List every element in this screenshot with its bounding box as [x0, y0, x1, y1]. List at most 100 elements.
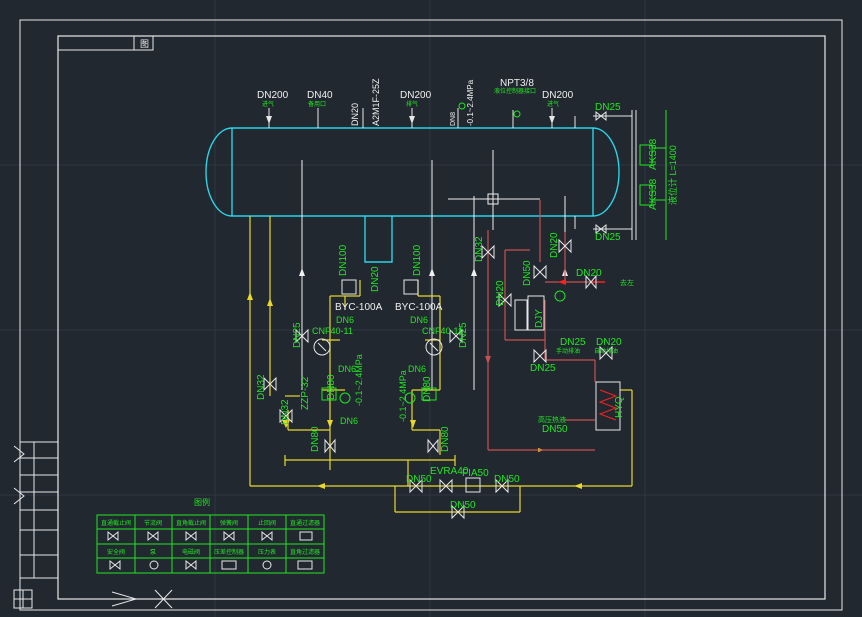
port-4-note: 排气 [406, 100, 418, 108]
label-hot-gas: 高压热液 [538, 415, 566, 424]
label-to-left: 去左 [620, 278, 634, 287]
pressure-gauges [339, 290, 566, 404]
legend-cell: 泵 [150, 549, 156, 556]
label-dn20-h: DN20 [576, 268, 602, 279]
legend-cell: 弹簧阀 [220, 519, 238, 527]
label-dn20-v: DN20 [549, 232, 560, 258]
label-dn25-a: DN25 [560, 337, 586, 348]
legend-cell: 节流阀 [144, 519, 162, 527]
label-fia: FIA50 [462, 468, 489, 479]
label-byc-left: BYC-100A [335, 302, 383, 313]
label-dn100-left: DN100 [338, 244, 349, 276]
label-byc-right: BYC-100A [395, 302, 443, 313]
inner-frame [57, 35, 826, 600]
legend-row-1: 直通截止阀 节流阀 直角截止阀 弹簧阀 止回阀 直通过滤器 [101, 519, 320, 527]
port-6-note: 液位控制器接口 [494, 87, 536, 95]
red-arrow [485, 279, 605, 364]
legend-symbols [107, 530, 313, 571]
legend-cell: 直角截止阀 [176, 519, 206, 527]
level-gauge-label: 液位计 L=1400 [667, 145, 678, 205]
legend-cell: 压力表 [258, 548, 276, 556]
side-title-block [13, 441, 59, 609]
title-tag-box [57, 35, 154, 51]
label-cnf-right: CNF40-11 [422, 326, 463, 336]
label-dn80-c: DN80 [310, 426, 321, 452]
legend-cell: 安全阀 [107, 548, 125, 556]
legend-row-2: 安全阀 泵 电磁阀 压差控制器 压力表 直角过滤器 [107, 548, 320, 556]
dn25-top-label: DN25 [595, 102, 621, 113]
label-dn80-d: DN80 [440, 426, 451, 452]
label-hyq: HYQ [614, 396, 625, 418]
port-2-size: DN40 [307, 90, 333, 101]
legend-cell: 直角过滤器 [290, 548, 320, 556]
label-dn80-a: DN80 [326, 374, 337, 400]
legend-title: 图例 [194, 497, 210, 507]
legend-cell: 直通截止阀 [101, 519, 131, 527]
label-dn32-mid: DN32 [474, 236, 485, 262]
label-dn6-a: DN6 [336, 315, 354, 325]
label-djy: DJY [534, 309, 545, 328]
port-4-size: DN200 [400, 90, 432, 101]
legend-table [96, 514, 325, 574]
heat-exchanger [595, 381, 621, 431]
label-dn25-right: DN25 [458, 322, 469, 348]
label-dn20-mid: DN20 [370, 266, 381, 292]
legend-cell: 直通过滤器 [290, 519, 320, 527]
label-dn50-left: DN50 [406, 474, 432, 485]
aks-a-label: AKS38 [648, 138, 659, 170]
label-dn32-left: DN32 [256, 374, 267, 400]
legend-cell: 电磁阀 [182, 548, 200, 556]
label-dn20-c: DN20 [596, 337, 622, 348]
port-1-note: 进气 [262, 100, 274, 108]
label-dn20-v2: DN20 [495, 280, 506, 306]
label-dn25-note: 手动排油 [556, 347, 580, 355]
port-1-size: DN200 [257, 90, 289, 101]
label-pressure-right: -0.1~2.4MPa [398, 370, 408, 422]
port-7-size: DN200 [542, 90, 574, 101]
aks-b-label: AKS38 [648, 178, 659, 210]
label-cnf-left: CNF40-11 [312, 326, 353, 336]
valves [263, 238, 613, 454]
filters [321, 279, 545, 401]
label-dn6-c: DN6 [338, 364, 356, 374]
label-dn50-hg: DN50 [542, 424, 568, 435]
label-dn50-v: DN50 [522, 260, 533, 286]
port-5-size: DN8 [450, 112, 457, 126]
line-valves [409, 477, 509, 520]
ucs-icon [111, 589, 173, 609]
pumps [313, 338, 443, 356]
level-gauge-assembly [574, 110, 637, 240]
level-sensors [639, 110, 667, 240]
title-tag-text: 图 [140, 39, 149, 49]
port-3-note: A2M1F-25Z [371, 78, 381, 126]
label-dn6-e: DN6 [340, 416, 358, 426]
separator-vessel [205, 127, 620, 263]
label-dn20-note: 自动排油 [594, 347, 618, 355]
label-dn32-left2: DN32 [280, 399, 291, 425]
label-dn25-b: DN25 [530, 363, 556, 374]
label-evra: EVRA40 [430, 466, 469, 477]
port-5-note: -0.1~2.4MPa [466, 79, 475, 126]
liquid-pipes [249, 216, 633, 513]
oil-return-pipes [487, 200, 600, 451]
port-7-note: 进气 [547, 100, 559, 108]
label-dn50-bottom: DN50 [450, 500, 476, 511]
legend-cell: 压差控制器 [214, 548, 244, 556]
label-dn6-d: DN6 [408, 364, 426, 374]
label-dn80-b: DN80 [422, 376, 433, 402]
port-6-size: NPT3/8 [500, 78, 534, 89]
label-dn6-b: DN6 [410, 315, 428, 325]
crosshair-cursor [487, 180, 499, 218]
section-arrows [13, 445, 25, 505]
port-2-note: 备用口 [308, 100, 326, 108]
label-zzp: ZZP-32 [300, 376, 311, 410]
legend-cell: 止回阀 [258, 519, 276, 527]
pipe-labels: DN32 DN32 ZZP-32 DN25 CNF40-11 CNF40-11 … [256, 232, 634, 511]
top-port-arrows [266, 116, 555, 124]
label-dn50-right: DN50 [494, 474, 520, 485]
label-pressure-left: -0.1~2.4MPa [354, 354, 364, 406]
dn25-bottom-label: DN25 [595, 232, 621, 243]
port-3-size: DN20 [350, 103, 360, 126]
